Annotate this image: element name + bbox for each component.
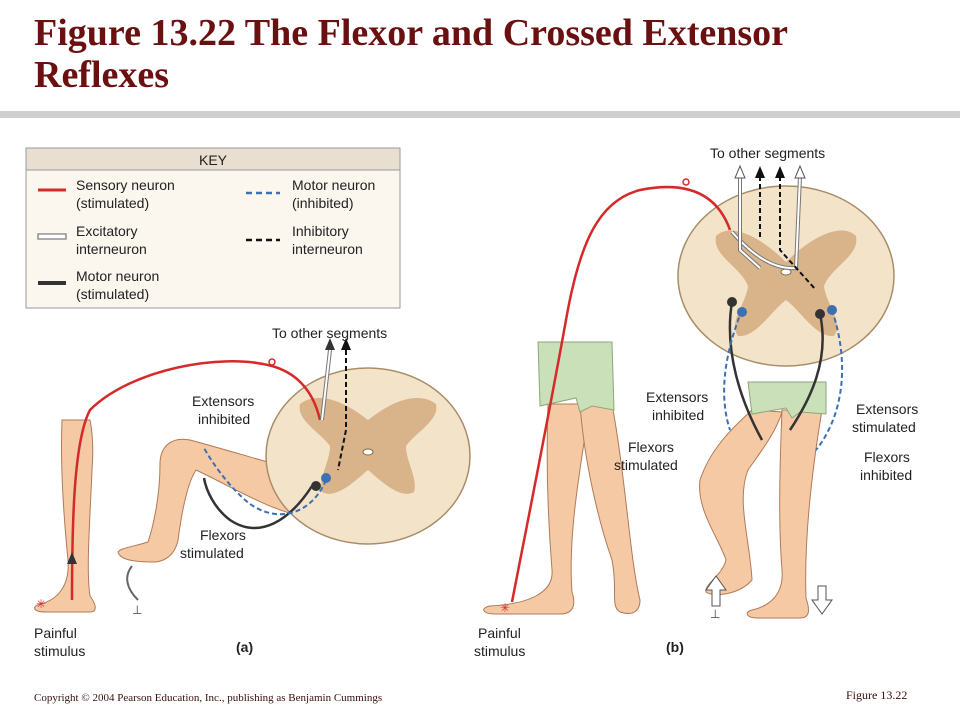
panel-a-motor-inhibited bbox=[203, 447, 327, 516]
panel-a-flexed-leg bbox=[117, 438, 301, 563]
key-sensory-label-1: Sensory neuron bbox=[76, 177, 175, 193]
panel-a-flexors-stimulated-2: stimulated bbox=[180, 545, 244, 561]
panel-a-painful-stimulus-1: Painful bbox=[34, 625, 77, 641]
panel-b-motor-inhibited-right bbox=[815, 309, 844, 451]
key-inhibitory-label-2: interneuron bbox=[292, 241, 363, 257]
key-excitatory-label-2: interneuron bbox=[76, 241, 147, 257]
panel-b-right-leg-back bbox=[579, 403, 641, 614]
panel-b-pain-icon: ✳ bbox=[500, 601, 510, 615]
key-box: KEY Sensory neuron (stimulated) Excitato… bbox=[25, 147, 401, 309]
key-motor-stimulated-label-1: Motor neuron bbox=[76, 268, 159, 284]
panel-a-extensors-inhibited-2: inhibited bbox=[198, 411, 250, 427]
page-title: Figure 13.22 The Flexor and Crossed Exte… bbox=[34, 12, 934, 96]
panel-b-sensory-neuron bbox=[510, 185, 732, 603]
copyright-notice: Copyright © 2004 Pearson Education, Inc.… bbox=[34, 692, 383, 704]
panel-b-up-arrow-1 bbox=[734, 164, 746, 179]
panel-b-inhibitory-interneuron bbox=[759, 176, 817, 291]
panel-b-extensors-inhibited-2: inhibited bbox=[652, 407, 704, 423]
panel-a-flexors-stimulated-1: Flexors bbox=[200, 527, 246, 543]
title-divider bbox=[0, 111, 960, 118]
panel-b-extensors-inhibited-1: Extensors bbox=[646, 389, 708, 405]
title-line-1: Figure 13.22 The Flexor and Crossed Exte… bbox=[34, 12, 789, 54]
panel-b-motor-inhibited-left bbox=[723, 309, 743, 431]
panel-a-inhibitory-interneuron bbox=[337, 350, 347, 471]
panel-b-motor-stimulated-right bbox=[788, 313, 824, 431]
panel-a-extensors-inhibited-1: Extensors bbox=[192, 393, 254, 409]
panel-b-flexors-inhibited-1: Flexors bbox=[864, 449, 910, 465]
panel-b-flexors-inhibited-2: inhibited bbox=[860, 467, 912, 483]
panel-a-sensory-arrow bbox=[67, 552, 77, 564]
panel-b-flexing-leg bbox=[699, 409, 783, 596]
key-heading: KEY bbox=[199, 152, 228, 168]
panel-a-pain-icon: ✳ bbox=[36, 597, 46, 611]
panel-a-letter: (a) bbox=[236, 639, 253, 655]
panel-b: ⊥ ✳ To other segments Extensors inhibite… bbox=[474, 145, 918, 659]
panel-b-lift-arrow bbox=[705, 575, 727, 607]
panel-b-to-other-segments: To other segments bbox=[710, 145, 825, 161]
panel-a: ✳ ⊥ To other segments Extensors inhibite… bbox=[34, 325, 471, 659]
panel-a-painful-stimulus-2: stimulus bbox=[34, 643, 85, 659]
panel-b-standing-leg bbox=[746, 409, 823, 619]
key-motor-stimulated-label-2: (stimulated) bbox=[76, 286, 149, 302]
panel-a-gray-matter bbox=[299, 397, 437, 494]
panel-b-extensors-stimulated-2: stimulated bbox=[852, 419, 916, 435]
key-inhibitory-label-1: Inhibitory bbox=[292, 223, 349, 239]
panel-b-left-leg bbox=[483, 403, 591, 615]
key-motor-inhibited-label-2: (inhibited) bbox=[292, 195, 353, 211]
panel-a-motor-stimulated bbox=[202, 477, 314, 530]
panel-b-motor-stimulated-left bbox=[728, 301, 764, 441]
panel-a-lift-arrow bbox=[126, 565, 139, 601]
panel-a-to-other-segments: To other segments bbox=[272, 325, 387, 341]
key-sensory-label-2: (stimulated) bbox=[76, 195, 149, 211]
panel-a-tack-icon: ⊥ bbox=[132, 603, 142, 617]
panel-b-tack-icon: ⊥ bbox=[710, 607, 720, 621]
panel-a-up-arrow-2 bbox=[341, 338, 351, 350]
panel-a-up-arrow-1 bbox=[325, 338, 335, 350]
panel-b-painful-stimulus-2: stimulus bbox=[474, 643, 525, 659]
panel-b-up-arrow-2 bbox=[755, 166, 765, 178]
panel-b-letter: (b) bbox=[666, 639, 684, 655]
panel-b-flexors-stimulated-1: Flexors bbox=[628, 439, 674, 455]
key-excitatory-label-1: Excitatory bbox=[76, 223, 137, 239]
panel-b-extensors-stimulated-1: Extensors bbox=[856, 401, 918, 417]
panel-b-up-arrow-4 bbox=[794, 164, 806, 179]
panel-b-flexors-stimulated-2: stimulated bbox=[614, 457, 678, 473]
panel-a-sensory-neuron bbox=[70, 360, 322, 601]
panel-b-painful-stimulus-1: Painful bbox=[478, 625, 521, 641]
panel-b-shorts-left bbox=[537, 341, 615, 413]
figure-label: Figure 13.22 bbox=[846, 688, 908, 702]
key-excitatory-swatch bbox=[37, 233, 67, 240]
key-motor-inhibited-label-1: Motor neuron bbox=[292, 177, 375, 193]
panel-a-standing-leg bbox=[34, 419, 96, 613]
panel-b-up-arrow-3 bbox=[775, 166, 785, 178]
panel-b-push-arrow bbox=[811, 585, 833, 615]
panel-b-shorts-right bbox=[747, 381, 827, 419]
title-line-2: Reflexes bbox=[34, 54, 170, 96]
